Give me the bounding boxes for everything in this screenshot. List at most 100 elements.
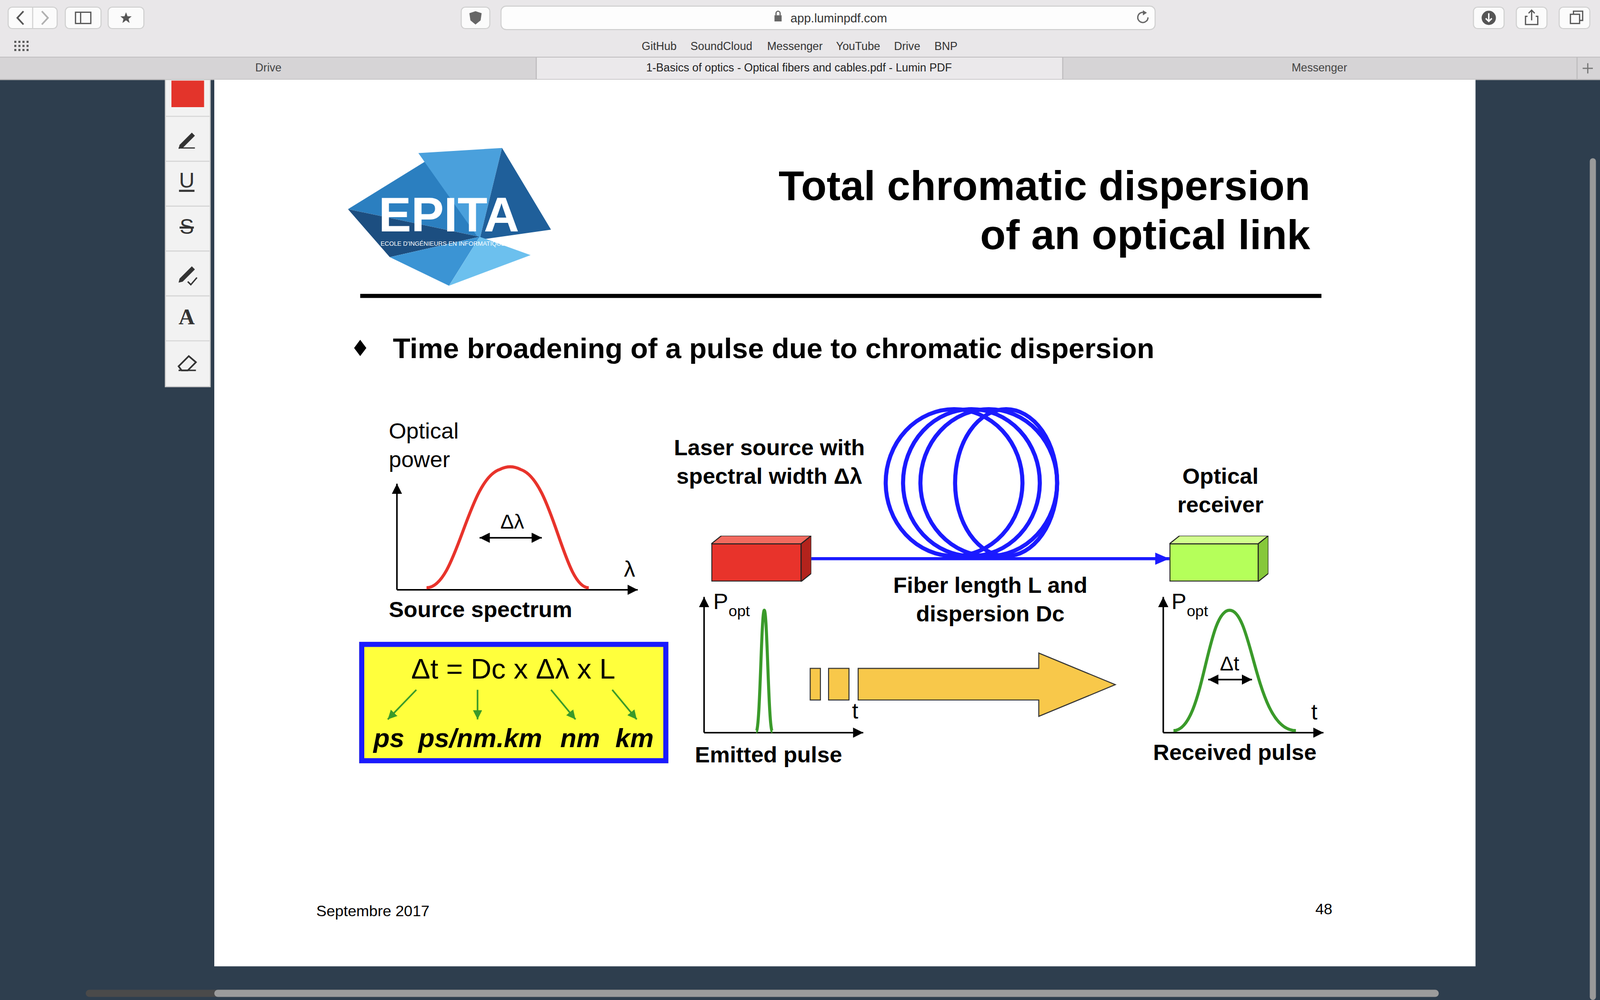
toolbar-bar [0, 0, 1600, 58]
strike-tool: S [179, 213, 194, 240]
transmission-arrow [858, 652, 1116, 717]
box-top [711, 535, 812, 544]
annotation-toolbar [165, 79, 210, 387]
grid-dot [26, 40, 29, 43]
eraser-icon [178, 369, 196, 371]
graph-caption: Emitted pulse [694, 741, 842, 769]
new-tab-icon [1582, 63, 1593, 74]
page-number: 48 [1315, 900, 1333, 919]
pdf-page [214, 79, 1476, 967]
unit-label: nm [560, 722, 600, 754]
logo-subtitle: ECOLE D'INGÉNIEURS EN INFORMATIQUE [380, 240, 506, 249]
tab-bar-border [0, 56, 1600, 58]
transmission-arrow [828, 668, 850, 700]
tab-separator [1062, 57, 1064, 80]
tabs-button [1559, 7, 1590, 29]
tab-title: Drive [255, 61, 282, 75]
edge-label: Fiber length L and dispersion Dc [890, 570, 1091, 629]
tabs-icon [1573, 11, 1583, 21]
box-side [800, 535, 811, 582]
bookmark-link: SoundCloud [690, 40, 753, 54]
grid-dot [22, 40, 25, 43]
laser-source: Laser source with spectral width Δλ [711, 535, 812, 582]
fiber-loop [920, 409, 1058, 557]
box-top [1169, 535, 1269, 544]
url-field [500, 6, 1156, 30]
box-front [1170, 543, 1259, 581]
device-box [1169, 535, 1269, 582]
tabs-icon [1570, 14, 1580, 24]
axis-label: λ [623, 556, 636, 583]
sidebar-icon [75, 12, 91, 24]
unit-label: ps/nm.km [418, 722, 543, 754]
pencil-icon [178, 132, 195, 150]
lock-icon [774, 15, 782, 22]
node-heading: Optical receiver [1159, 462, 1282, 520]
fiber-link [811, 557, 1170, 560]
star-icon [120, 12, 132, 23]
shield-icon [469, 11, 482, 25]
axis [703, 597, 705, 733]
bookmark-link: GitHub [641, 40, 677, 54]
tab-separator [1576, 57, 1578, 80]
leader-arrow [476, 690, 479, 720]
lock-icon [776, 11, 781, 16]
axis-subscript: opt [1186, 601, 1209, 621]
width-label: Δt [1220, 650, 1240, 676]
formula-box: Δt = Dc x Δλ x L ps ps/nm.km nmkm [359, 641, 669, 764]
axis [704, 731, 864, 734]
back-icon [17, 11, 24, 25]
toolbar-separator [165, 115, 210, 117]
leader-arrow [612, 690, 637, 720]
nav-divider [31, 7, 33, 29]
leader-arrow [550, 690, 576, 720]
fiber-loop [955, 409, 1058, 557]
formula: Δt = Dc x Δλ x L [411, 651, 616, 687]
width-label: Δλ [500, 509, 525, 534]
signature-icon [187, 277, 197, 285]
tab-bar [0, 57, 1600, 80]
toolbar-separator [165, 250, 210, 252]
bookmark-button [108, 7, 144, 29]
box-side [1258, 535, 1269, 582]
graph-caption: Source spectrum [388, 597, 572, 624]
sidebar-button [65, 7, 101, 29]
forward-icon [41, 11, 49, 25]
grid-dot [14, 40, 17, 43]
node-heading: Laser source with spectral width Δλ [664, 433, 874, 491]
url-text: app.luminpdf.com [790, 11, 888, 26]
slide-title: Total chromatic dispersion of an optical… [754, 161, 1311, 260]
title-rule [360, 293, 1322, 299]
axis-label: Optical power [388, 417, 486, 475]
bookmark-link: YouTube [836, 40, 881, 54]
bullet-text: Time broadening of a pulse due to chroma… [392, 331, 1155, 367]
text-tool: A [178, 304, 195, 331]
download-button [1473, 7, 1504, 29]
leader-arrow [387, 690, 417, 720]
unit-label: ps [373, 722, 405, 754]
color-swatch [171, 80, 205, 108]
axis-label: P [1171, 588, 1187, 616]
width-arrow [479, 537, 542, 539]
eraser-icon [178, 356, 196, 371]
apps-grid-icon [14, 40, 29, 51]
tab-separator [535, 57, 537, 80]
tab-title: 1-Basics of optics - Optical fibers and … [646, 61, 952, 75]
optical-receiver: Optical receiver [1169, 535, 1269, 582]
axis [1163, 731, 1324, 734]
footer-date: Septembre 2017 [316, 901, 430, 921]
horizontal-scrollbar-track [85, 990, 1439, 998]
width-arrow [1208, 679, 1252, 681]
unit-label: km [615, 722, 654, 754]
grid-dot [26, 49, 29, 51]
axis [396, 483, 398, 590]
share-button [1516, 7, 1547, 29]
axis-subscript: opt [728, 601, 750, 621]
signature-icon [178, 266, 195, 283]
grid-dot [22, 44, 25, 47]
